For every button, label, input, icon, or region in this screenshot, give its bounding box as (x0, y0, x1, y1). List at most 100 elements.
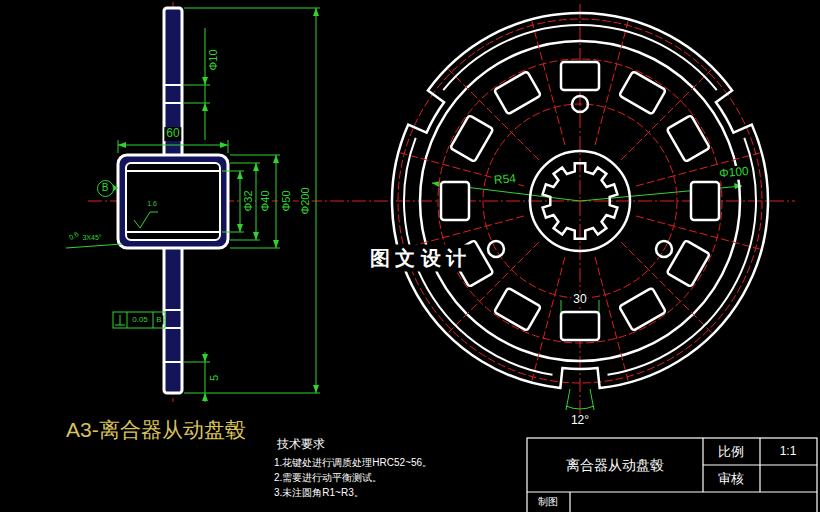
table-cell: 制图 (536, 496, 560, 508)
table-cell: 1:1 (778, 445, 799, 459)
extension-line (230, 155, 280, 156)
chamfer-leader (66, 244, 122, 248)
extension-line (222, 232, 244, 233)
extension-line (184, 362, 210, 363)
table-cell: 比例 (716, 445, 746, 460)
center-lines (88, 2, 795, 420)
arrowhead (202, 393, 208, 401)
arrowhead (202, 103, 208, 111)
datum-letter: B (154, 315, 163, 324)
watermark: 图 文 设 计 (366, 245, 471, 272)
arrowhead (118, 142, 126, 148)
rim-band (404, 25, 756, 375)
hub-bore (126, 163, 220, 240)
arrowhead (313, 385, 319, 393)
arrowhead (253, 163, 259, 171)
dimension-line (118, 145, 228, 146)
dimension: 30 (571, 293, 588, 307)
tolerance-frame (113, 312, 165, 328)
spline-line (126, 170, 220, 172)
dimension: Φ100 (717, 165, 752, 182)
dimension: Φ40 (259, 188, 272, 213)
pitch-circles (398, 19, 762, 383)
spring-window (619, 71, 666, 114)
dimension: Φ10 (207, 47, 220, 72)
note-line: 1.花键处进行调质处理HRC52~56。 (272, 457, 434, 469)
rivet-hole (656, 241, 672, 257)
spring-window (667, 240, 710, 287)
spline-teeth (543, 163, 618, 238)
dimension-line (240, 171, 241, 232)
arrowhead (202, 354, 208, 362)
extension-line (184, 103, 210, 104)
drawing-title: A3-离合器从动盘毂 (64, 418, 248, 442)
arrowhead (237, 171, 243, 179)
pitch-circle (438, 59, 722, 343)
front-view (392, 13, 768, 388)
spring-window (561, 62, 599, 90)
rivet-hole (488, 241, 504, 257)
roughness-symbol (134, 220, 140, 228)
rivet-hole (572, 96, 588, 112)
dimension-line (276, 155, 277, 248)
table-line (569, 492, 570, 512)
table-line (703, 464, 817, 465)
tolerance-leader (164, 320, 165, 321)
inner-rim (420, 41, 740, 361)
dimension: Φ200 (299, 185, 312, 216)
roughness-symbol (150, 212, 158, 213)
notch-edge (164, 361, 182, 363)
pitch-circle (398, 19, 762, 383)
roughness-value: 1.6 (145, 200, 159, 208)
perpendicularity-symbol (115, 325, 125, 326)
hub-circle (530, 151, 630, 251)
section-view (118, 8, 228, 393)
title-block-frame (527, 438, 817, 512)
extension-line (184, 393, 320, 394)
spring-window (561, 312, 599, 340)
extension-line (184, 8, 320, 9)
spring-window (494, 71, 541, 114)
outer-rim (392, 13, 768, 388)
spring-window (691, 182, 719, 220)
hub-body (118, 155, 228, 248)
arrowhead (237, 224, 243, 232)
dimension: Φ32 (242, 188, 255, 213)
arrowhead (273, 240, 279, 248)
tolerance-value: 0.05 (130, 315, 150, 324)
table-cell: 审核 (716, 472, 746, 487)
arrowhead (253, 232, 259, 240)
datum-letter: B (102, 183, 109, 193)
angle-arc (566, 406, 594, 409)
note-line: 3.未注圆角R1~R3。 (272, 487, 366, 499)
spring-window (441, 182, 469, 220)
hole-edge (164, 84, 182, 86)
dimension: R54 (491, 172, 518, 188)
table-cell: 离合器从动盘毂 (564, 457, 666, 473)
hole-edge (164, 102, 182, 104)
spring-window (667, 115, 710, 162)
spring-window (619, 288, 666, 331)
extension-line (118, 140, 119, 153)
dimension: 60 (164, 127, 181, 141)
hole-edge (164, 327, 182, 329)
arrowhead (313, 8, 319, 16)
tolerance-frame (127, 312, 128, 328)
spring-window (450, 115, 493, 162)
chamfer-note: 3X45° (80, 234, 103, 242)
dimension: 12° (569, 414, 591, 428)
roughness-symbol (140, 212, 150, 228)
dimension: Φ50 (280, 188, 293, 213)
spline-line (126, 231, 220, 233)
note-line: 2.需要进行动平衡测试。 (272, 472, 384, 484)
arrowhead (202, 77, 208, 85)
dimension-line (256, 163, 257, 240)
title-block (527, 438, 817, 512)
extension-line (222, 171, 244, 172)
perpendicularity-symbol (120, 315, 121, 325)
dimension: 5 (208, 373, 221, 383)
arrowheads (112, 8, 742, 401)
extension-line (230, 248, 280, 249)
spring-window (494, 288, 541, 331)
